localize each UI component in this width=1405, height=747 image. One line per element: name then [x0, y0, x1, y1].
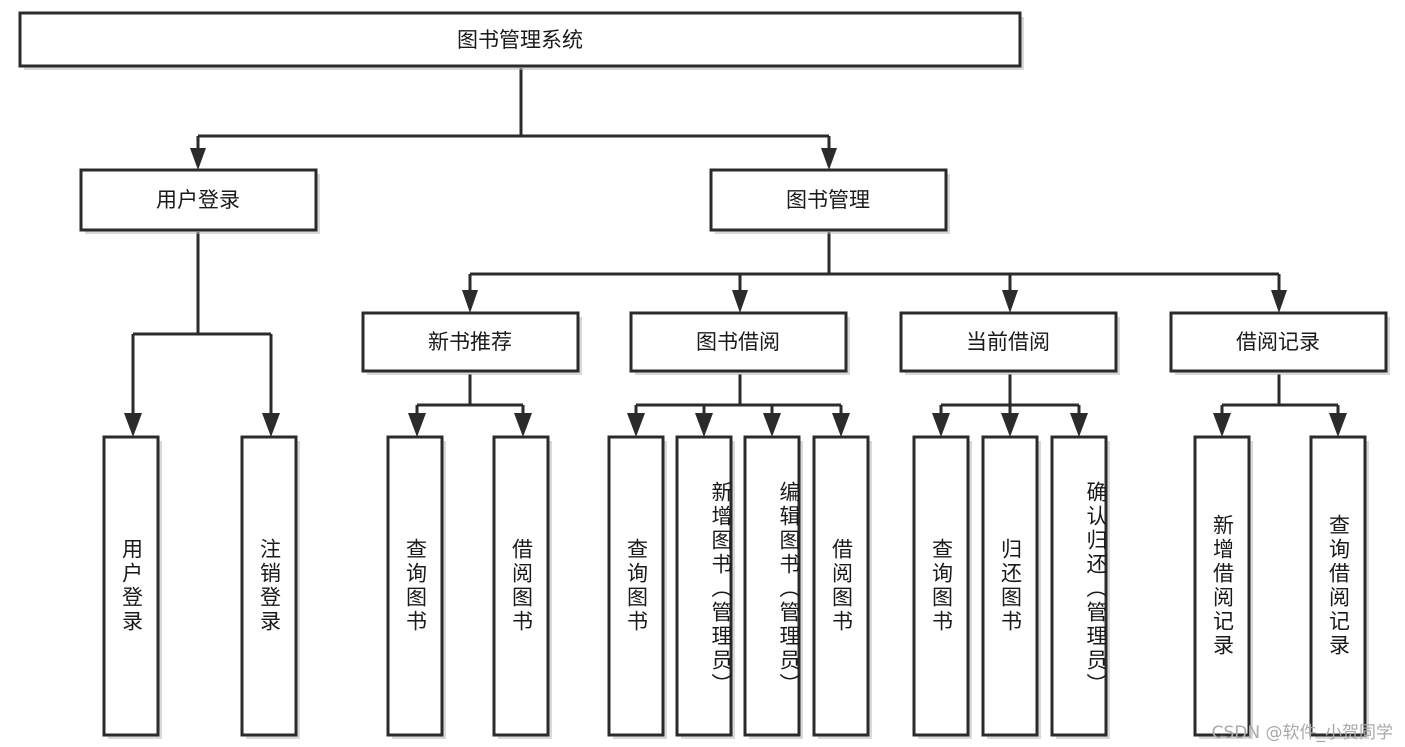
node-borrow-record-box[interactable]: [1169, 311, 1388, 373]
node-new-book-recommend-label: 新书推荐: [428, 330, 512, 354]
leaf-boxes-book-borrow: [607, 435, 872, 739]
arrow-head-leaf-user-login-1: [124, 413, 142, 437]
leaf-box-bb-4[interactable]: [812, 435, 870, 737]
node-book-borrow[interactable]: 图书借阅: [629, 311, 850, 375]
arrow-head-leaf-cb-3: [1070, 413, 1088, 437]
node-user-login-box[interactable]: [79, 168, 318, 232]
arrow-head-leaf-cb-2: [1001, 413, 1019, 437]
node-book-borrow-box[interactable]: [629, 311, 848, 373]
connector-group-current-borrow: [932, 374, 1088, 437]
node-current-borrow[interactable]: 当前借阅: [899, 311, 1120, 375]
node-new-book-recommend-box[interactable]: [361, 311, 580, 373]
arrow-head-leaf-bb-3: [763, 413, 781, 437]
node-book-borrow-label: 图书借阅: [696, 330, 780, 354]
arrow-head-leaf-br-2: [1329, 413, 1347, 437]
arrow-head-userlogin: [190, 148, 206, 170]
node-user-login[interactable]: 用户登录: [79, 168, 320, 234]
arrow-head-leaf-nbr-1: [408, 413, 426, 437]
leaf-box-bb-3[interactable]: [743, 435, 801, 737]
arrow-head-bookmgmt: [821, 148, 837, 170]
node-root-box[interactable]: [18, 11, 1022, 68]
arrow-head-leaf-user-login-2: [262, 413, 280, 437]
node-borrow-record[interactable]: 借阅记录: [1169, 311, 1390, 375]
connector-group-borrow-record: [1213, 374, 1347, 437]
leaf-box-nbr-2[interactable]: [492, 435, 550, 737]
watermark-text: CSDN @软件_小贺同学: [1211, 723, 1393, 743]
node-root[interactable]: 图书管理系统: [18, 11, 1024, 70]
arrow-head-new-book-recommend: [462, 290, 478, 313]
leaf-boxes-user-login: [102, 435, 300, 739]
leaf-box-user-login-1[interactable]: [102, 435, 160, 737]
leaf-box-nbr-1[interactable]: [386, 435, 444, 737]
arrow-head-book-borrow: [732, 290, 748, 313]
arrow-head-leaf-bb-1: [627, 413, 645, 437]
node-book-management-label: 图书管理: [786, 188, 870, 212]
node-user-login-label: 用户登录: [156, 188, 240, 212]
leaf-box-br-1[interactable]: [1193, 435, 1251, 737]
arrow-head-leaf-cb-1: [932, 413, 950, 437]
node-borrow-record-label: 借阅记录: [1236, 330, 1320, 354]
arrow-head-leaf-nbr-2: [514, 413, 532, 437]
arrow-head-leaf-bb-2: [695, 413, 713, 437]
leaf-box-cb-1[interactable]: [912, 435, 970, 737]
node-current-borrow-box[interactable]: [899, 311, 1118, 373]
connector-group-userlogin: [124, 232, 280, 437]
connector-group-new-book-recommend: [408, 374, 532, 437]
connector-group-root: [190, 68, 837, 170]
leaf-boxes-current-borrow: [912, 435, 1110, 739]
connector-group-bookmgmt: [462, 232, 1287, 313]
arrow-head-borrow-record: [1271, 290, 1287, 313]
arrow-head-leaf-br-1: [1213, 413, 1231, 437]
leaf-box-user-login-2[interactable]: [240, 435, 298, 737]
arrow-head-current-borrow: [1002, 290, 1018, 313]
node-current-borrow-label: 当前借阅: [966, 330, 1050, 354]
leaf-box-bb-1[interactable]: [607, 435, 665, 737]
leaf-box-cb-2[interactable]: [981, 435, 1039, 737]
node-book-management-box[interactable]: [709, 168, 948, 232]
connector-group-book-borrow: [627, 374, 850, 437]
leaf-box-cb-3[interactable]: [1050, 435, 1108, 737]
leaf-box-bb-2[interactable]: [675, 435, 733, 737]
node-root-label: 图书管理系统: [457, 28, 583, 52]
leaf-boxes-new-book-recommend: [386, 435, 552, 739]
arrow-head-leaf-bb-4: [832, 413, 850, 437]
leaf-box-br-2[interactable]: [1309, 435, 1367, 737]
leaf-boxes-borrow-record: [1193, 435, 1369, 739]
node-new-book-recommend[interactable]: 新书推荐: [361, 311, 582, 375]
node-book-management[interactable]: 图书管理: [709, 168, 950, 234]
